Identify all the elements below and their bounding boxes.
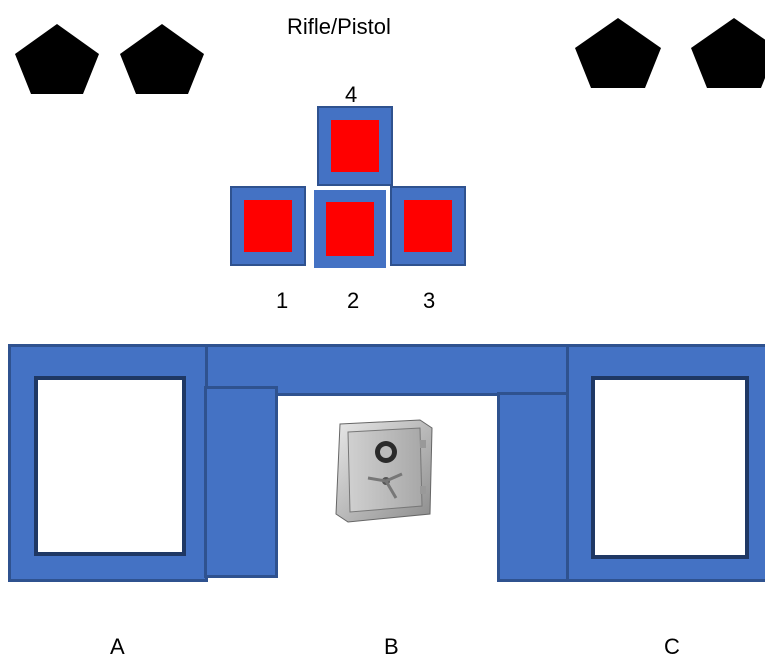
barricade-pillar-right [497, 392, 573, 582]
target-2 [312, 188, 388, 270]
station-bay-a [8, 344, 208, 582]
target-label-4: 4 [345, 82, 358, 107]
station-label-a: A [110, 634, 125, 659]
safe-icon [335, 419, 433, 523]
window-a [34, 376, 186, 556]
target-label-3: 3 [423, 288, 436, 313]
target-1 [230, 186, 306, 266]
target-3 [390, 186, 466, 266]
station-label-b: B [384, 634, 399, 659]
station-bay-c [566, 344, 765, 582]
window-c [591, 376, 749, 559]
target-label-2: 2 [347, 288, 360, 313]
pentagon-icon [120, 24, 204, 94]
pentagon-icon [575, 18, 661, 88]
pentagon-icon [15, 24, 99, 94]
barricade-pillar-left [204, 386, 278, 578]
station-label-c: C [664, 634, 680, 659]
target-label-1: 1 [276, 288, 289, 313]
pentagon-icon [691, 18, 765, 88]
page-title: Rifle/Pistol [287, 14, 391, 39]
target-4 [317, 106, 393, 186]
